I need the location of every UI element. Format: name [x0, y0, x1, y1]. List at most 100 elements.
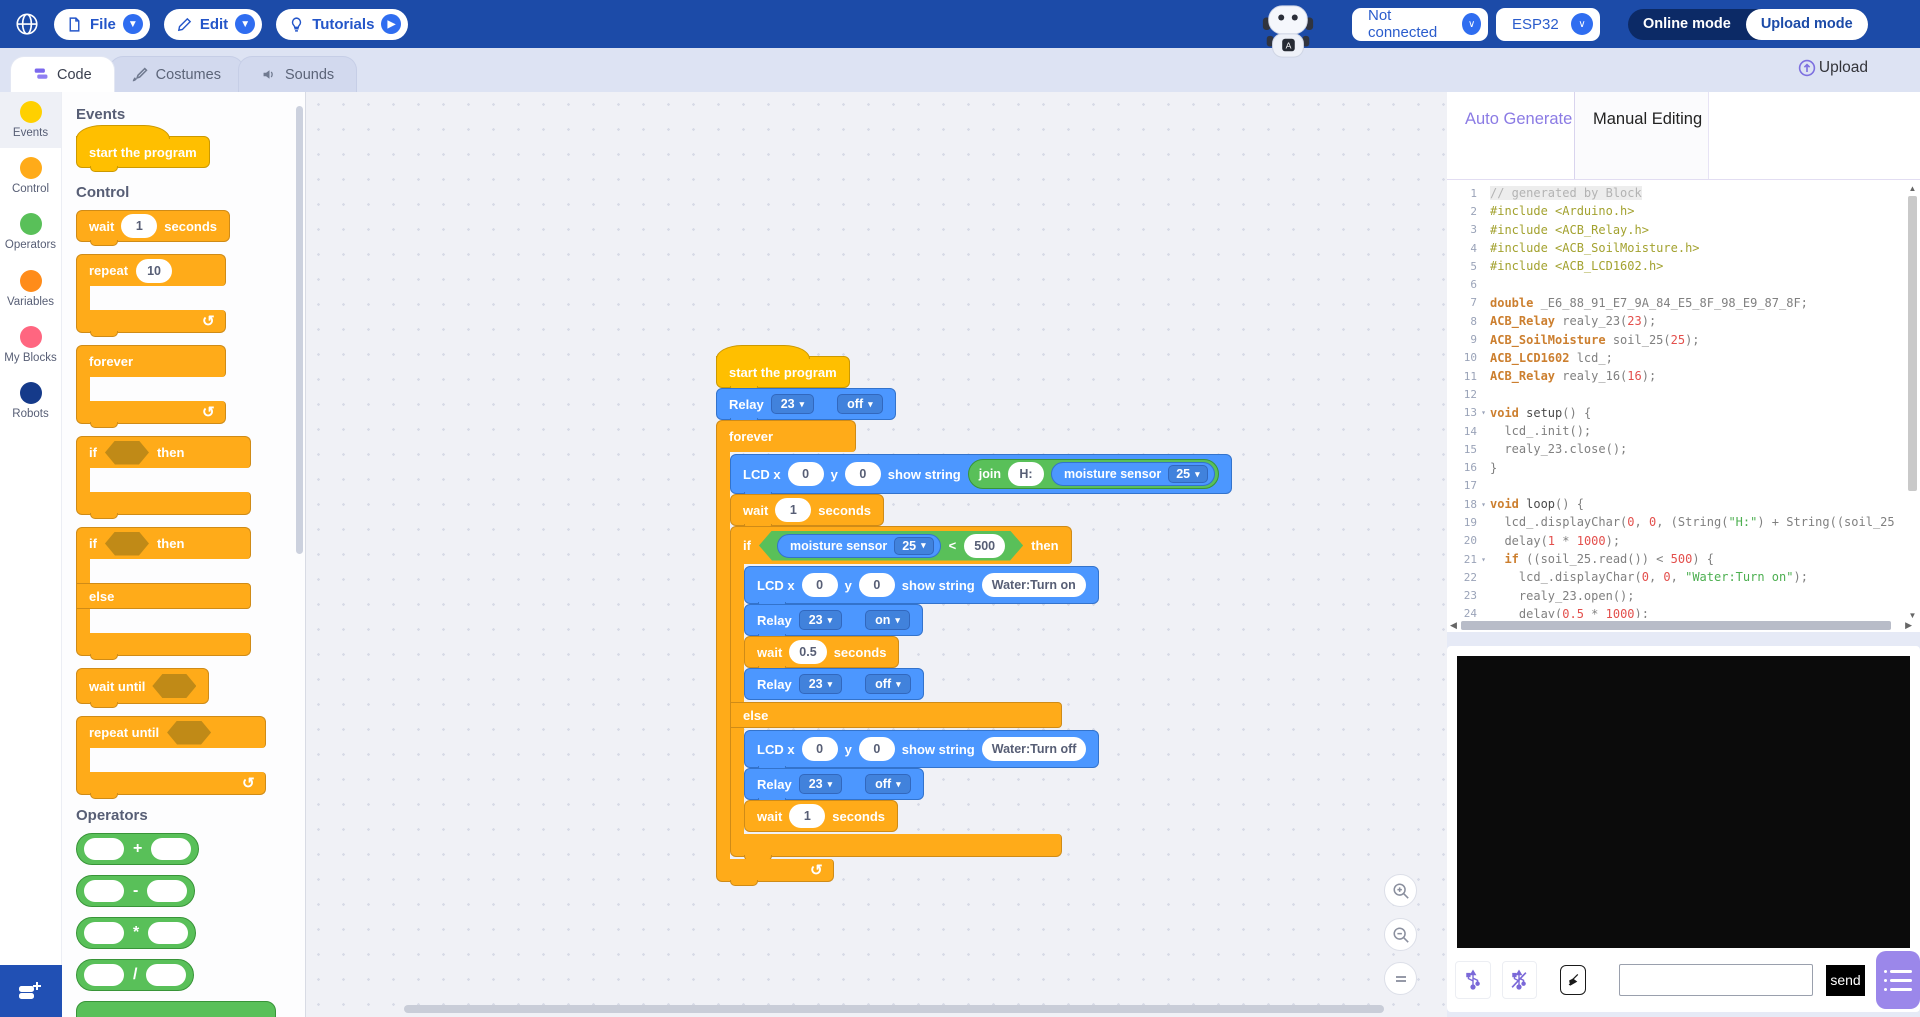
block-moisture-sensor-reporter[interactable]: moisture sensor 25▾ [1050, 462, 1215, 486]
wait-value-input[interactable]: 0.5 [789, 640, 827, 664]
tab-costumes[interactable]: Costumes [108, 56, 244, 92]
lcd-y-input[interactable]: 0 [844, 462, 881, 486]
operand-input[interactable] [84, 838, 124, 860]
wait-value-input[interactable]: 1 [775, 498, 812, 522]
sidebar-item-robots[interactable]: Robots [0, 373, 61, 429]
code-fold-icon[interactable]: ▾ [1481, 408, 1486, 418]
usb-connect-button[interactable] [1455, 961, 1491, 999]
sensor-pin-dropdown[interactable]: 25▾ [1168, 465, 1208, 483]
lcd-x-input[interactable]: 0 [801, 737, 838, 761]
relay-pin-dropdown[interactable]: 23▾ [798, 774, 843, 794]
lcd-string-input[interactable]: Water:Turn off [981, 737, 1087, 761]
block-relay-on[interactable]: Relay 23▾ on▾ [744, 604, 923, 640]
tutorials-menu-button[interactable]: Tutorials ▶ [276, 8, 409, 40]
scroll-up-arrow-icon[interactable]: ▲ [1908, 184, 1917, 193]
palette-block-repeat-until[interactable]: repeat until ↻ [76, 716, 266, 799]
edit-menu-button[interactable]: Edit ▼ [163, 8, 263, 40]
block-wait-05s[interactable]: wait 0.5 seconds [744, 636, 900, 672]
code-fold-icon[interactable]: ▾ [1481, 499, 1486, 509]
palette-block-wait[interactable]: wait 1 seconds [76, 210, 231, 246]
zoom-in-button[interactable] [1384, 874, 1417, 907]
block-if-else[interactable]: if moisture sensor 25▾ < 500 [730, 526, 1100, 861]
sidebar-item-operators[interactable]: Operators [0, 204, 61, 260]
sensor-pin-dropdown[interactable]: 25▾ [894, 537, 933, 555]
zoom-reset-button[interactable] [1384, 962, 1417, 995]
operand-input[interactable] [84, 964, 124, 986]
tab-auto-generate[interactable]: Auto Generate [1447, 92, 1574, 179]
block-moisture-sensor-reporter[interactable]: moisture sensor 25▾ [777, 534, 941, 558]
scroll-left-arrow-icon[interactable]: ◀ [1450, 620, 1457, 630]
code-horizontal-scrollbar[interactable]: ◀ ▶ [1447, 618, 1920, 632]
block-lcd-water-off[interactable]: LCD x 0 y 0 show string Water:Turn off [744, 730, 1100, 772]
workspace-canvas[interactable]: start the program Relay 23▾ off▾ forever… [306, 92, 1447, 1017]
palette-block-subtract[interactable]: - [76, 875, 196, 907]
palette-block-start-program[interactable]: start the program [76, 125, 210, 172]
operand-input[interactable] [151, 838, 192, 860]
block-wait-1s[interactable]: wait 1 seconds [744, 800, 899, 832]
block-lcd-water-on[interactable]: LCD x 0 y 0 show string Water:Turn on [744, 566, 1099, 608]
language-globe-icon[interactable] [14, 11, 40, 37]
empty-condition-slot[interactable] [167, 721, 211, 745]
code-fold-icon[interactable]: ▾ [1481, 554, 1486, 564]
zoom-out-button[interactable] [1384, 918, 1417, 951]
palette-scrollbar[interactable] [296, 106, 303, 554]
relay-state-dropdown[interactable]: off▾ [837, 394, 883, 414]
tab-code[interactable]: Code [10, 56, 115, 92]
operand-input[interactable] [84, 922, 124, 944]
block-wait-1s[interactable]: wait 1 seconds [730, 494, 885, 530]
add-extension-button[interactable] [0, 965, 62, 1017]
palette-block-wait-until[interactable]: wait until [76, 668, 210, 708]
block-lcd-show-sensor[interactable]: LCD x 0 y 0 show string join H: moisture… [730, 454, 1232, 498]
empty-condition-slot[interactable] [152, 674, 196, 698]
sidebar-item-events[interactable]: Events [0, 92, 61, 149]
tab-sounds[interactable]: Sounds [237, 56, 358, 92]
code-vertical-scrollbar[interactable]: ▲ ▼ [1907, 184, 1918, 618]
block-relay-off-init[interactable]: Relay 23▾ off▾ [716, 388, 896, 424]
scroll-down-arrow-icon[interactable]: ▼ [1908, 611, 1917, 618]
scroll-right-arrow-icon[interactable]: ▶ [1905, 620, 1912, 630]
send-button[interactable]: send [1825, 964, 1866, 996]
usb-disconnect-button[interactable] [1501, 961, 1538, 999]
file-menu-button[interactable]: File ▼ [54, 8, 150, 40]
block-relay-off[interactable]: Relay 23▾ off▾ [744, 768, 924, 804]
relay-pin-dropdown[interactable]: 23▾ [770, 394, 815, 414]
wait-value-input[interactable]: 1 [121, 214, 158, 238]
clear-console-button[interactable] [1560, 965, 1586, 995]
relay-state-dropdown[interactable]: on▾ [865, 610, 910, 630]
operand-input[interactable] [147, 880, 188, 902]
board-select-dropdown[interactable]: ESP32 ∨ [1496, 7, 1600, 41]
empty-condition-slot[interactable] [105, 532, 149, 556]
block-relay-off[interactable]: Relay 23▾ off▾ [744, 668, 924, 700]
palette-block-add[interactable]: + [76, 833, 200, 865]
block-start-program[interactable]: start the program [716, 345, 850, 392]
connection-status-dropdown[interactable]: Not connected ∨ [1352, 7, 1488, 41]
operand-input[interactable] [146, 964, 187, 986]
relay-pin-dropdown[interactable]: 23▾ [798, 610, 843, 630]
upload-mode-option[interactable]: Upload mode [1745, 8, 1868, 40]
lcd-y-input[interactable]: 0 [858, 737, 895, 761]
upload-button[interactable]: Upload [1798, 59, 1868, 77]
block-less-than-condition[interactable]: moisture sensor 25▾ < 500 [759, 531, 1023, 561]
join-arg1-input[interactable]: H: [1007, 462, 1044, 486]
sidebar-item-my-blocks[interactable]: My Blocks [0, 317, 61, 373]
operand-input[interactable] [148, 922, 189, 944]
block-join[interactable]: join H: moisture sensor 25▾ [967, 459, 1219, 489]
lcd-string-input[interactable]: Water:Turn on [981, 573, 1086, 597]
palette-block-divide[interactable]: / [76, 959, 195, 991]
lcd-x-input[interactable]: 0 [787, 462, 824, 486]
sidebar-item-control[interactable]: Control [0, 148, 61, 204]
empty-condition-slot[interactable] [105, 441, 149, 465]
palette-block-multiply[interactable]: * [76, 917, 197, 949]
operand-input[interactable] [84, 880, 124, 902]
lcd-x-input[interactable]: 0 [801, 573, 838, 597]
palette-block-partial[interactable] [76, 1001, 276, 1017]
relay-state-dropdown[interactable]: off▾ [865, 674, 911, 694]
online-mode-option[interactable]: Online mode [1643, 16, 1731, 32]
canvas-horizontal-scrollbar[interactable] [404, 1005, 1384, 1013]
lcd-y-input[interactable]: 0 [858, 573, 895, 597]
relay-state-dropdown[interactable]: off▾ [865, 774, 911, 794]
console-menu-button[interactable] [1876, 951, 1920, 1009]
